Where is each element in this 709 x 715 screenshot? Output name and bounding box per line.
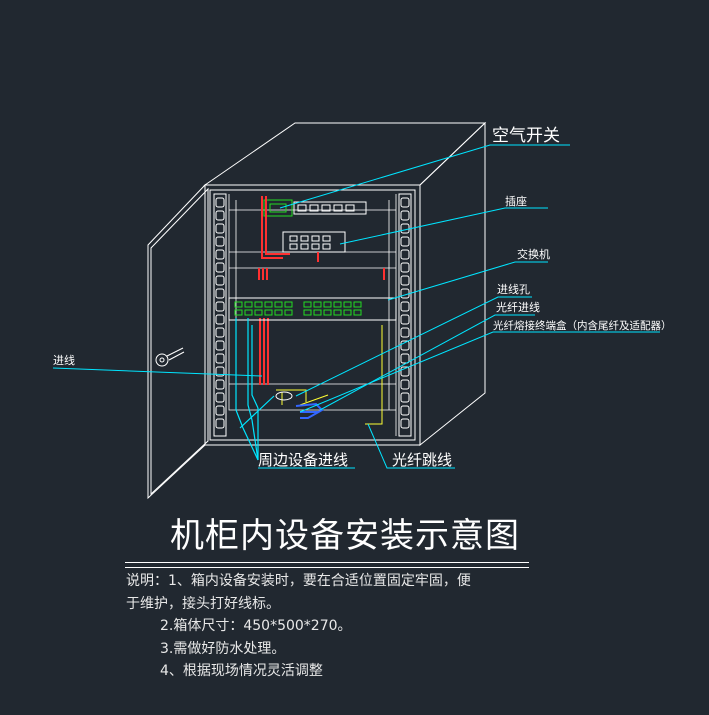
rail-slot	[215, 405, 225, 416]
switch-port	[353, 301, 362, 308]
rail-slot	[215, 353, 225, 364]
switch-port	[264, 301, 273, 308]
rail-slot	[215, 262, 225, 273]
switch-port	[254, 309, 263, 316]
rail-slot	[215, 210, 225, 221]
rail-slot	[400, 275, 410, 286]
rail-left	[213, 193, 227, 437]
fiber-jumper-lines	[276, 325, 383, 425]
rail-slot	[215, 197, 225, 208]
rail-slot	[215, 275, 225, 286]
rail-slot	[400, 262, 410, 273]
rail-slot	[400, 353, 410, 364]
door-lock-icon	[155, 347, 185, 367]
switch-port	[323, 309, 332, 316]
rail-slot	[400, 249, 410, 260]
switch-port	[303, 301, 312, 308]
rail-slot	[215, 392, 225, 403]
switch-port	[244, 301, 253, 308]
rail-slot	[215, 366, 225, 377]
rail-slot	[400, 418, 410, 429]
switch-port	[234, 309, 243, 316]
title-underline	[125, 562, 529, 563]
switch-port	[313, 301, 322, 308]
rail-slot	[400, 327, 410, 338]
rail-slot	[400, 379, 410, 390]
socket	[282, 231, 346, 253]
rail-slot	[215, 301, 225, 312]
label-incoming: 进线	[53, 353, 75, 367]
rail-slot	[400, 288, 410, 299]
note-line-5: 4、根据现场情况灵活调整	[160, 663, 323, 679]
label-fiber-jumper: 光纤跳线	[392, 451, 452, 469]
switch-port	[353, 309, 362, 316]
switch-port	[343, 301, 352, 308]
fiber-terminal-box	[295, 402, 324, 419]
notes-block: 说明：1、箱内设备安装时，要在合适位置固定牢固，便 于维护，接头打好线标。 2.…	[126, 570, 471, 683]
rail-slot	[215, 288, 225, 299]
rail-slots	[215, 197, 410, 429]
leader-lines	[52, 144, 660, 469]
rail-slot	[400, 340, 410, 351]
rail-slot	[215, 418, 225, 429]
rail-slot	[400, 405, 410, 416]
label-fiber-inlet: 光纤进线	[496, 300, 540, 314]
rail-slot	[215, 379, 225, 390]
rail-slot	[400, 301, 410, 312]
switch-port	[323, 301, 332, 308]
switch-port	[274, 309, 283, 316]
label-peripheral-inlet: 周边设备进线	[258, 451, 348, 469]
rail-slot	[400, 314, 410, 325]
peripheral-cables	[235, 318, 275, 461]
switch-port	[333, 309, 342, 316]
air-switch	[263, 199, 293, 217]
switch-port	[313, 309, 322, 316]
note-line-1: 说明：1、箱内设备安装时，要在合适位置固定牢固，便	[126, 573, 471, 589]
rail-slot	[215, 327, 225, 338]
label-cable-hole: 进线孔	[497, 282, 530, 296]
page-title: 机柜内设备安装示意图	[170, 516, 520, 556]
rail-slot	[215, 340, 225, 351]
note-line-4: 3.需做好防水处理。	[160, 640, 286, 657]
rail-slot	[215, 314, 225, 325]
rail-slot	[400, 236, 410, 247]
rail-slot	[400, 210, 410, 221]
switch-port	[274, 301, 283, 308]
rail-slot	[400, 366, 410, 377]
switch-ports	[234, 301, 362, 316]
rail-slot	[215, 236, 225, 247]
note-line-2: 于维护，接头打好线标。	[126, 595, 280, 612]
switch-port	[234, 301, 243, 308]
network-switch	[228, 297, 397, 321]
label-fiber-box: 光纤熔接终端盒（内含尾纤及适配器）	[493, 319, 672, 332]
switch-port	[264, 309, 273, 316]
switch-port	[244, 309, 253, 316]
cable-hole	[275, 391, 293, 401]
switch-port	[303, 309, 312, 316]
label-switch: 交换机	[517, 247, 550, 261]
rail-slot	[215, 223, 225, 234]
switch-port	[343, 309, 352, 316]
title-underline-double	[125, 567, 529, 568]
label-socket: 插座	[505, 194, 527, 208]
rail-slot	[400, 197, 410, 208]
rail-slot	[400, 392, 410, 403]
switch-port	[333, 301, 342, 308]
switch-port	[284, 309, 293, 316]
power-cables	[258, 196, 385, 385]
switch-port	[284, 301, 293, 308]
power-strip-top	[293, 201, 367, 215]
note-line-3: 2.箱体尺寸：450*500*270。	[160, 618, 352, 634]
cabinet-door	[147, 183, 209, 500]
rail-slot	[400, 223, 410, 234]
label-air-switch: 空气开关	[492, 126, 560, 146]
switch-port	[254, 301, 263, 308]
rail-right	[398, 193, 412, 437]
rail-slot	[215, 249, 225, 260]
